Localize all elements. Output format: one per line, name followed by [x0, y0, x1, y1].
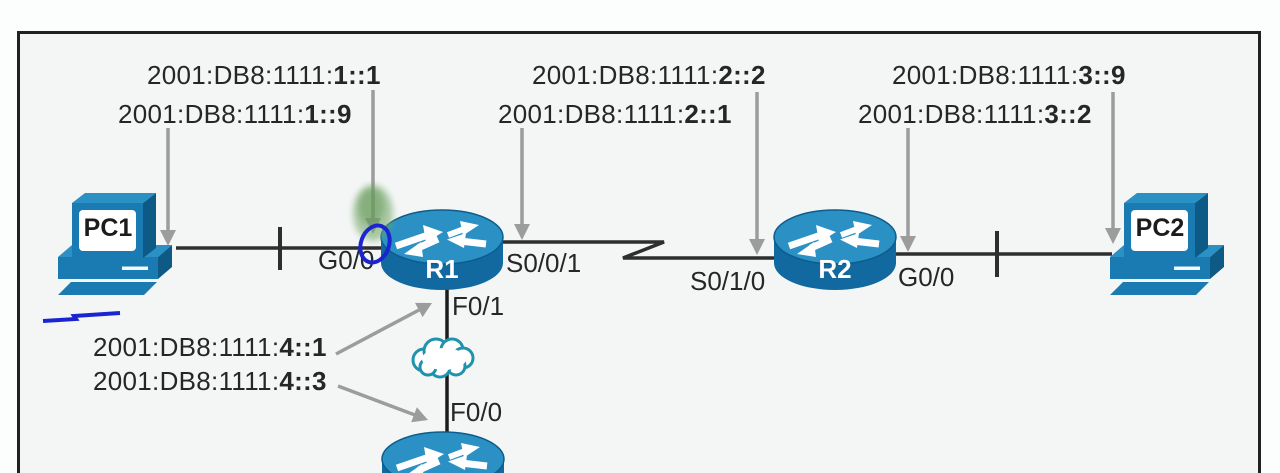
diagram-frame — [17, 31, 1261, 473]
ip-prefix: 2001:DB8:1111: — [93, 366, 280, 396]
ip-suffix: 2::1 — [684, 99, 732, 129]
ip-suffix: 4::1 — [279, 332, 327, 362]
ip-suffix: 1::9 — [304, 99, 352, 129]
ip-prefix: 2001:DB8:1111: — [858, 99, 1045, 129]
interface-label-r1-f01: F0/1 — [452, 291, 505, 321]
pc2-label: PC2 — [1135, 214, 1185, 242]
ip-suffix: 2::2 — [718, 60, 766, 90]
ip-prefix: 2001:DB8:1111: — [118, 99, 305, 129]
ip-prefix: 2001:DB8:1111: — [147, 60, 334, 90]
pc1-label: PC1 — [83, 214, 133, 242]
interface-label-r3-f00: F0/0 — [450, 397, 503, 427]
ip-label-subnet4-r3: 2001:DB8:1111:4::3 — [93, 366, 327, 396]
ip-label-subnet1-r1: 2001:DB8:1111:1::1 — [147, 60, 381, 90]
r1-label: R1 — [425, 254, 459, 284]
ip-label-subnet4-r1: 2001:DB8:1111:4::1 — [93, 332, 327, 362]
interface-label-r2-g00: G0/0 — [898, 262, 955, 292]
ip-prefix: 2001:DB8:1111: — [892, 60, 1079, 90]
ip-label-subnet3-r2: 2001:DB8:1111:3::2 — [858, 99, 1092, 129]
ip-suffix: 1::1 — [333, 60, 381, 90]
ip-label-subnet2-r1: 2001:DB8:1111:2::1 — [498, 99, 732, 129]
ip-prefix: 2001:DB8:1111: — [498, 99, 685, 129]
ip-prefix: 2001:DB8:1111: — [532, 60, 719, 90]
interface-label-r2-s010: S0/1/0 — [690, 266, 766, 296]
ip-label-subnet1-pc1: 2001:DB8:1111:1::9 — [118, 99, 352, 129]
ip-prefix: 2001:DB8:1111: — [93, 332, 280, 362]
ip-suffix: 3::9 — [1078, 60, 1126, 90]
ip-label-subnet3-pc2: 2001:DB8:1111:3::9 — [892, 60, 1126, 90]
ip-label-subnet2-r2: 2001:DB8:1111:2::2 — [532, 60, 766, 90]
ip-suffix: 4::3 — [279, 366, 327, 396]
ip-suffix: 3::2 — [1044, 99, 1092, 129]
r2-label: R2 — [818, 254, 852, 284]
interface-label-r1-s001: S0/0/1 — [506, 248, 582, 278]
interface-label-r1-g00: G0/0 — [318, 245, 375, 275]
